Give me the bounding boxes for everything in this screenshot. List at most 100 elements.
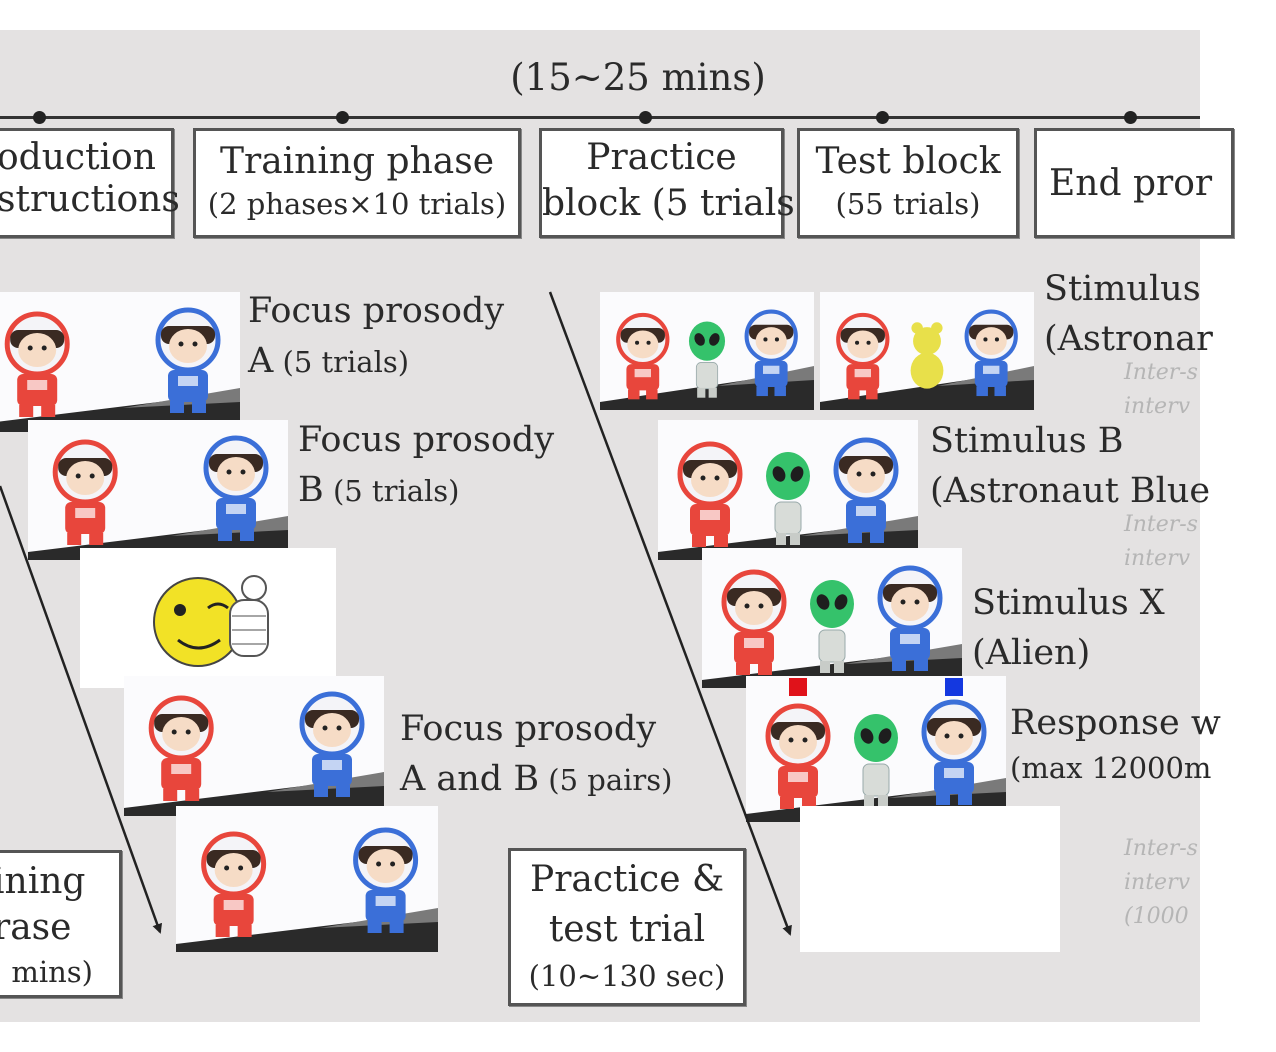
focus-ab-label: Focus prosody A and B (5 pairs) <box>400 704 672 805</box>
panel-stimulus-a-2 <box>820 292 1034 410</box>
focus-b-line2-small: (5 trials) <box>323 474 460 508</box>
panel-scene <box>820 309 1034 410</box>
stimulus-a-label: Stimulus (Astronar <box>1044 264 1213 364</box>
panel-scene <box>176 827 438 952</box>
red-astronaut-icon <box>765 703 831 809</box>
stimulus-a-line1: Stimulus <box>1044 269 1201 309</box>
stimulus-x-line2: (Alien) <box>972 633 1091 673</box>
timeline-dot <box>336 111 349 124</box>
duration-label: (15~25 mins) <box>510 56 766 99</box>
red-astronaut-icon <box>616 312 670 400</box>
step-test-line2: (55 trials) <box>835 187 981 221</box>
isi-note-2: Inter-s interv <box>1124 508 1198 576</box>
blue-astronaut-icon <box>744 309 798 397</box>
trial-flow-arrow <box>548 291 792 936</box>
blue-astronaut-icon <box>877 565 943 671</box>
training-phase-line3: mins) <box>11 955 93 989</box>
focus-b-line2-main: B <box>298 470 324 510</box>
response-label: Response w (max 12000m <box>1010 698 1221 788</box>
blue-astronaut-icon <box>921 699 987 805</box>
training-phase-line2: rase <box>0 907 72 948</box>
blue-astronaut-icon <box>299 691 365 797</box>
stimulus-x-line1: Stimulus X <box>972 583 1165 623</box>
panel-focus-b <box>28 420 288 560</box>
focus-b-label: Focus prosody B (5 trials) <box>298 415 554 516</box>
focus-ab-line2-small: (5 pairs) <box>539 763 673 797</box>
blue-astronaut-icon <box>155 307 221 413</box>
isi-3-line2: interv <box>1124 870 1191 895</box>
isi-2-line2: interv <box>1124 546 1191 571</box>
step-introduction-line2: structions <box>0 179 180 220</box>
focus-a-line2-main: A <box>248 341 274 381</box>
step-practice-block: Practice block (5 trials) <box>539 128 809 238</box>
stimulus-b-line1: Stimulus B <box>930 421 1124 461</box>
red-astronaut-icon <box>148 695 214 801</box>
panel-blank-interval <box>800 806 1060 952</box>
blue-astronaut-icon <box>353 827 419 933</box>
red-astronaut-icon <box>52 439 118 545</box>
alien-icon <box>766 452 810 545</box>
alien-icon <box>688 321 726 398</box>
red-astronaut-icon <box>721 569 787 675</box>
focus-ab-line1: Focus prosody <box>400 709 657 749</box>
isi-note-3: Inter-s interv (1000 <box>1124 832 1198 934</box>
red-astronaut-icon <box>836 312 890 400</box>
panel-stimulus-a-1 <box>600 292 814 410</box>
stimulus-b-line2: (Astronaut Blue <box>930 471 1211 511</box>
focus-a-label: Focus prosody A (5 trials) <box>248 286 504 387</box>
timeline-line <box>0 116 1200 119</box>
training-phase-box: ining rase mins) <box>0 850 122 998</box>
red-astronaut-icon <box>677 441 743 547</box>
blue-astronaut-icon <box>203 435 269 541</box>
step-test-line1: Test block <box>815 141 1001 182</box>
practice-test-line3: (10~130 sec) <box>528 959 726 993</box>
red-astronaut-icon <box>4 311 70 417</box>
step-training-line2: (2 phases×10 trials) <box>207 187 507 221</box>
step-practice-line2: block (5 trials) <box>542 183 809 224</box>
teddy-bear-icon <box>910 322 944 389</box>
thumbs-up-smiley-icon <box>153 575 269 667</box>
step-end-line1: End pror <box>1049 163 1213 204</box>
step-practice-line1: Practice <box>586 137 737 178</box>
panel-focus-ab-1 <box>124 676 384 816</box>
timeline-dot <box>33 111 46 124</box>
isi-1-line2: interv <box>1124 394 1191 419</box>
red-response-key-icon <box>789 678 807 696</box>
training-flow-arrow <box>0 485 163 934</box>
panel-scene <box>746 678 1006 822</box>
panel-stimulus-b <box>658 420 918 560</box>
panel-response <box>746 676 1006 822</box>
panel-scene <box>600 309 814 410</box>
isi-note-1: Inter-s interv <box>1124 356 1198 424</box>
timeline-dot <box>1124 111 1137 124</box>
stimulus-x-label: Stimulus X (Alien) <box>972 578 1165 678</box>
focus-a-line2-small: (5 trials) <box>273 345 410 379</box>
response-line2: (max 12000m <box>1010 751 1212 785</box>
flow-arrows <box>0 291 792 936</box>
stimulus-a-line2: (Astronar <box>1044 319 1213 359</box>
panel-feedback <box>80 548 336 688</box>
practice-test-trial-box: Practice & test trial (10~130 sec) <box>508 848 746 1006</box>
timeline-dot <box>639 111 652 124</box>
stimulus-b-label: Stimulus B (Astronaut Blue <box>930 416 1210 516</box>
focus-b-line1: Focus prosody <box>298 420 555 460</box>
isi-3-line3: (1000 <box>1124 904 1189 929</box>
practice-test-line1: Practice & <box>530 859 724 900</box>
response-line1: Response w <box>1010 703 1221 743</box>
blue-response-key-icon <box>945 678 963 696</box>
blue-astronaut-icon <box>964 309 1018 397</box>
isi-3-line1: Inter-s <box>1124 836 1198 861</box>
blue-astronaut-icon <box>833 437 899 543</box>
alien-icon <box>854 714 898 807</box>
step-training-phase: Training phase (2 phases×10 trials) <box>193 128 521 238</box>
training-phase-line1: ining <box>0 861 86 902</box>
focus-a-line1: Focus prosody <box>248 291 505 331</box>
experiment-procedure-diagram: (15~25 mins) oduction structions Trainin… <box>0 30 1234 1022</box>
panel-scene <box>658 437 918 560</box>
panel-stimulus-x <box>702 548 962 688</box>
isi-2-line1: Inter-s <box>1124 512 1198 537</box>
step-introduction: oduction structions <box>0 128 180 238</box>
panel-focus-ab-2 <box>176 806 438 952</box>
red-astronaut-icon <box>201 831 267 937</box>
step-introduction-line1: oduction <box>0 137 156 178</box>
